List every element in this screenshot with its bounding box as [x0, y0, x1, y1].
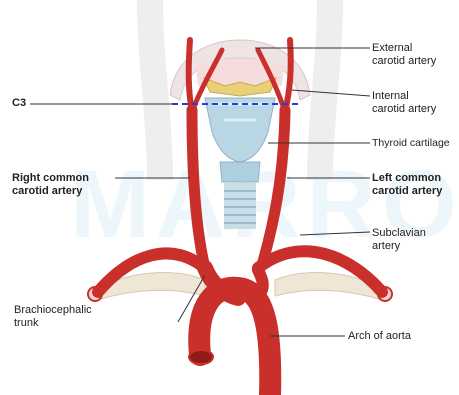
- label-external-carotid: External carotid artery: [372, 42, 436, 68]
- label-internal-carotid: Internal carotid artery: [372, 90, 436, 116]
- label-brachiocephalic: Brachiocephalic trunk: [14, 304, 92, 330]
- label-subclavian-line1: Subclavian: [372, 227, 426, 240]
- label-brachiocephalic-line2: trunk: [14, 317, 92, 330]
- label-right-common-carotid-line1: Right common: [12, 172, 89, 185]
- label-arch-of-aorta: Arch of aorta: [348, 330, 411, 343]
- label-internal-carotid-line1: Internal: [372, 90, 436, 103]
- label-subclavian: Subclavian artery: [372, 227, 426, 253]
- label-right-common-carotid: Right common carotid artery: [12, 172, 89, 198]
- label-internal-carotid-line2: carotid artery: [372, 103, 436, 116]
- label-thyroid-cartilage: Thyroid cartilage: [372, 137, 450, 150]
- thyroid-cartilage: [205, 98, 275, 162]
- label-c3: C3: [12, 97, 26, 110]
- label-external-carotid-line1: External: [372, 42, 436, 55]
- label-left-common-carotid: Left common carotid artery: [372, 172, 442, 198]
- label-brachiocephalic-line1: Brachiocephalic: [14, 304, 92, 317]
- aorta-cut: [189, 350, 213, 364]
- label-left-common-carotid-line2: carotid artery: [372, 185, 442, 198]
- label-subclavian-line2: artery: [372, 240, 426, 253]
- label-external-carotid-line2: carotid artery: [372, 55, 436, 68]
- label-left-common-carotid-line1: Left common: [372, 172, 442, 185]
- label-right-common-carotid-line2: carotid artery: [12, 185, 89, 198]
- trachea: [224, 183, 256, 229]
- cricoid-cartilage: [220, 162, 260, 182]
